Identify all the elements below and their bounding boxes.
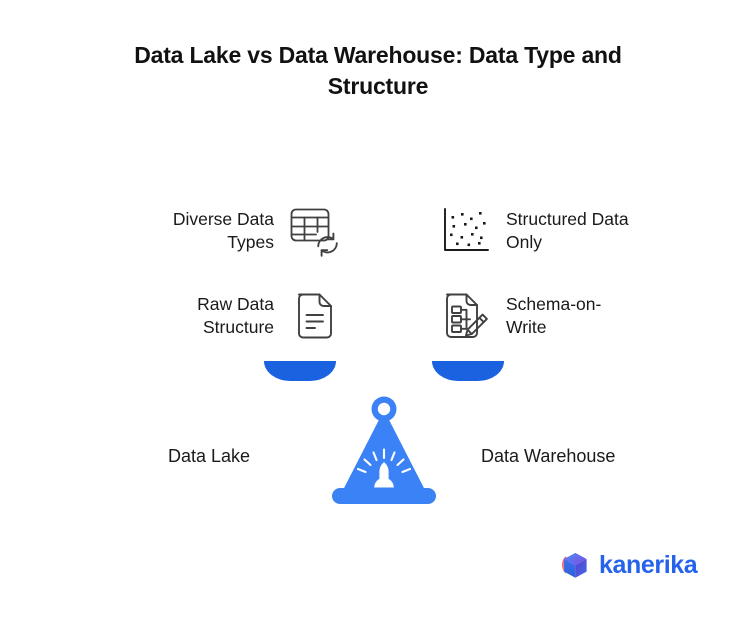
right-balance-pan (432, 361, 504, 381)
scatter-plot-icon (444, 208, 489, 251)
kanerika-cube-icon (561, 552, 587, 578)
feature-label: Structured Data Only (506, 208, 629, 252)
logo-wordmark: kanerika (599, 550, 698, 579)
feature-label: Raw Data Structure (197, 293, 274, 337)
page-title: Data Lake vs Data Warehouse: Data Type a… (134, 42, 622, 100)
document-schema-pencil-icon (446, 293, 488, 338)
kanerika-logo: kanerika (556, 547, 698, 583)
feature-schema-on-write: Schema-on- Write (440, 290, 700, 342)
side-label-data-warehouse: Data Warehouse (481, 446, 616, 466)
left-balance-pan (264, 361, 336, 381)
feature-diverse-data-types: Diverse Data Types (120, 205, 340, 257)
side-label-data-lake: Data Lake (168, 446, 251, 466)
feature-structured-data-only: Structured Data Only (440, 205, 700, 257)
table-sync-icon (290, 208, 338, 257)
document-lines-icon (298, 293, 332, 339)
feature-raw-data-structure: Raw Data Structure (120, 290, 340, 342)
feature-label: Schema-on- Write (506, 293, 602, 337)
balance-fulcrum-icon (332, 396, 436, 504)
feature-label: Diverse Data Types (172, 208, 274, 252)
